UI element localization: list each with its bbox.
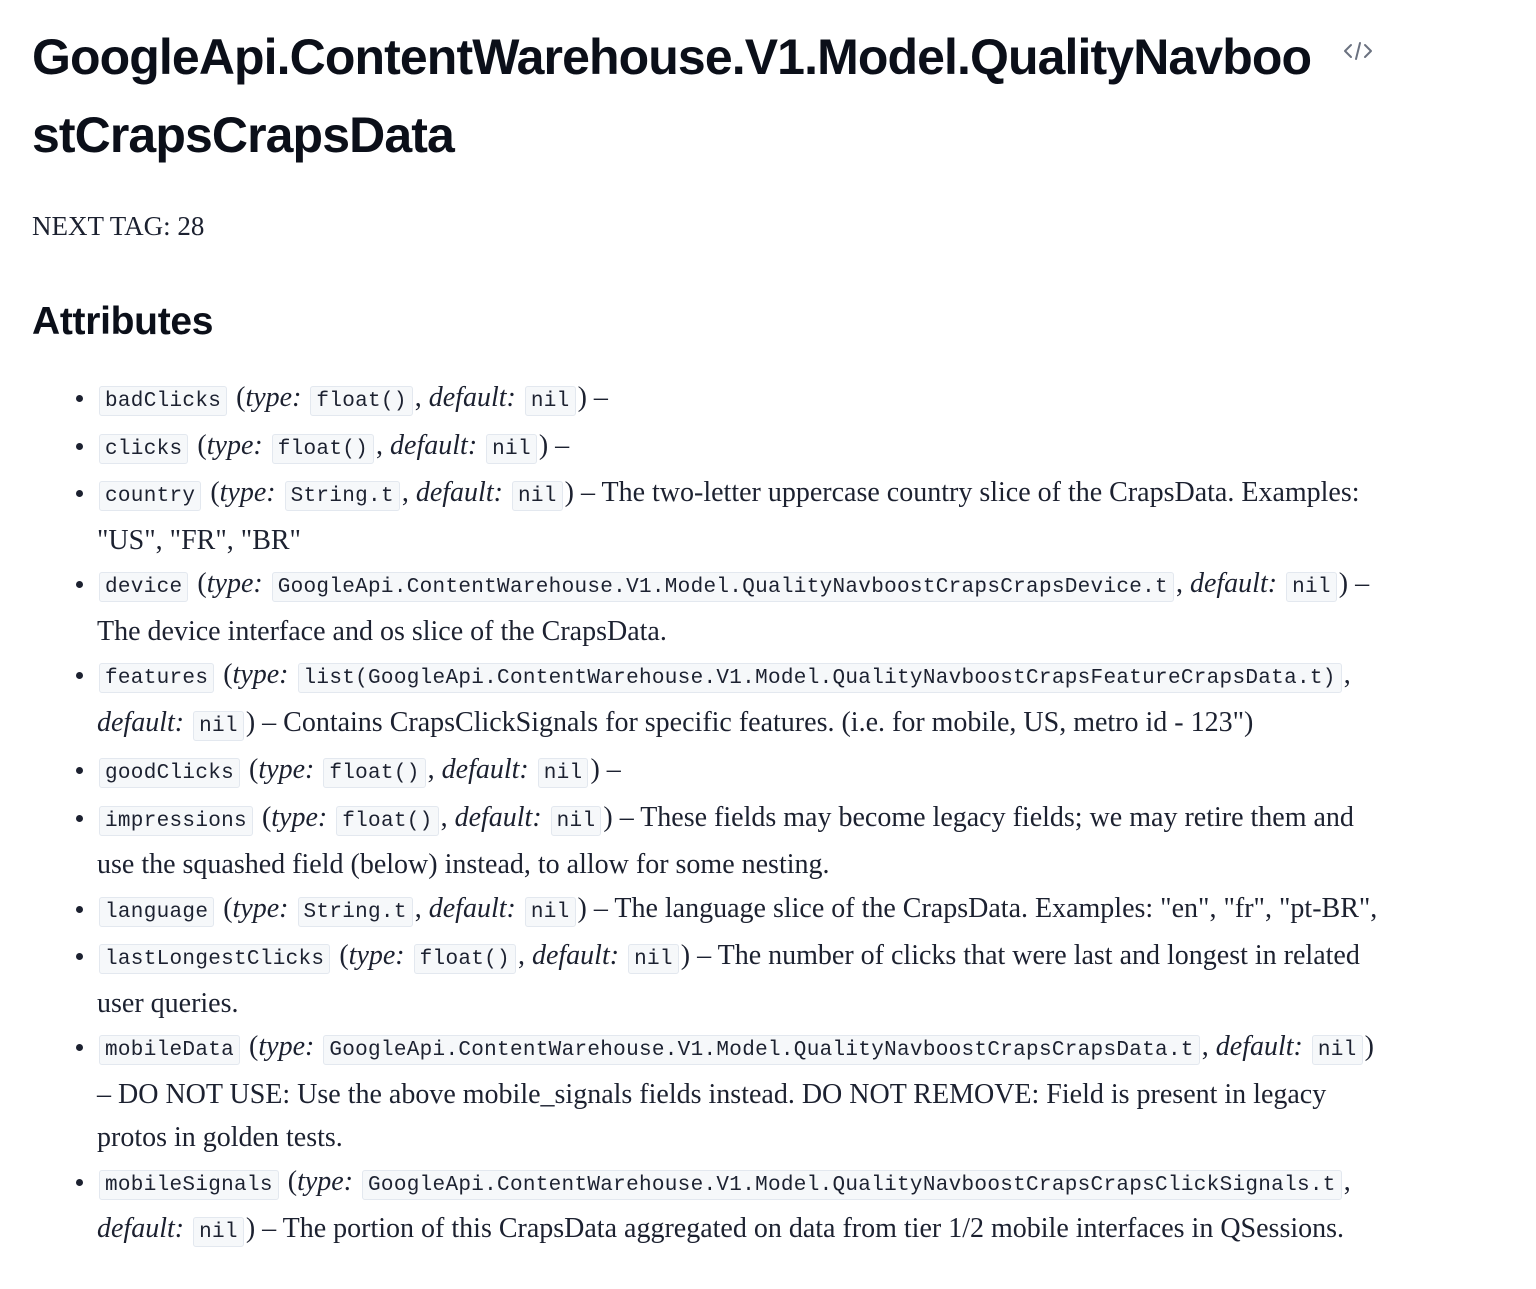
page-title: GoogleApi.ContentWarehouse.V1.Model.Qual…	[32, 29, 1312, 163]
default-label: default:	[428, 892, 516, 924]
default-label: default:	[1189, 568, 1278, 599]
attribute-type: float()	[323, 758, 426, 788]
attributes-heading: Attributes	[32, 300, 214, 343]
default-label: default:	[428, 382, 516, 413]
attribute-name: goodClicks	[99, 758, 241, 788]
attribute-type: float()	[336, 805, 439, 836]
attribute-name: device	[99, 572, 189, 602]
attribute-description: The language slice of the CrapsData. Exa…	[614, 892, 1378, 924]
attribute-item-device: device (type: GoogleApi.ContentWarehouse…	[76, 562, 1382, 653]
attribute-default: nil	[628, 944, 679, 974]
default-label: default:	[97, 1213, 185, 1244]
default-label: default:	[1215, 1031, 1303, 1062]
module-description: NEXT TAG: 28	[32, 211, 205, 241]
attribute-name: lastLongestClicks	[99, 944, 331, 974]
default-label: default:	[454, 801, 542, 833]
view-source-link[interactable]	[1338, 36, 1378, 66]
attribute-type: float()	[310, 386, 413, 416]
default-label: default:	[531, 940, 620, 971]
type-label: type:	[219, 477, 276, 508]
title-row: GoogleApi.ContentWarehouse.V1.Model.Qual…	[32, 18, 1382, 174]
attribute-default: nil	[550, 805, 602, 836]
attribute-name: impressions	[99, 805, 253, 836]
attribute-default: nil	[524, 386, 576, 416]
default-label: default:	[415, 477, 503, 508]
doc-page: GoogleApi.ContentWarehouse.V1.Model.Qual…	[32, 18, 1382, 1255]
attribute-type: list(GoogleApi.ContentWarehouse.V1.Model…	[297, 663, 1342, 693]
attribute-description: DO NOT USE: Use the above mobile_signals…	[97, 1078, 1327, 1154]
attribute-type: GoogleApi.ContentWarehouse.V1.Model.Qual…	[362, 1169, 1342, 1200]
attribute-type: String.t	[297, 896, 413, 927]
attribute-default: nil	[537, 758, 589, 788]
attribute-item-badClicks: badClicks (type: float(), default: nil) …	[76, 376, 1382, 424]
attribute-item-mobileSignals: mobileSignals (type: GoogleApi.ContentWa…	[76, 1160, 1382, 1255]
attribute-name: language	[99, 896, 215, 927]
attribute-default: nil	[193, 710, 244, 741]
attribute-default: nil	[524, 896, 576, 927]
attribute-item-features: features (type: list(GoogleApi.ContentWa…	[76, 653, 1382, 748]
attributes-list: badClicks (type: float(), default: nil) …	[32, 376, 1382, 1255]
attribute-default: nil	[511, 481, 563, 511]
attribute-item-mobileData: mobileData (type: GoogleApi.ContentWareh…	[76, 1025, 1382, 1160]
attribute-item-country: country (type: String.t, default: nil) –…	[76, 471, 1382, 562]
code-icon	[1342, 40, 1374, 62]
type-label: type:	[206, 429, 263, 461]
attribute-name: clicks	[99, 433, 189, 464]
attribute-name: mobileSignals	[99, 1169, 279, 1200]
attribute-description: Contains CrapsClickSignals for specific …	[283, 706, 1254, 738]
attribute-description: The device interface and os slice of the…	[97, 615, 667, 647]
attribute-item-clicks: clicks (type: float(), default: nil) –	[76, 424, 1382, 472]
attribute-item-lastLongestClicks: lastLongestClicks (type: float(), defaul…	[76, 934, 1382, 1025]
type-label: type:	[258, 754, 315, 785]
type-label: type:	[206, 568, 263, 599]
type-label: type:	[258, 1031, 315, 1062]
attribute-type: String.t	[284, 481, 400, 511]
attribute-default: nil	[1311, 1035, 1363, 1065]
type-label: type:	[348, 940, 405, 971]
type-label: type:	[232, 892, 289, 924]
attribute-description: The two-letter uppercase country slice o…	[97, 477, 1360, 556]
default-label: default:	[390, 429, 478, 461]
attribute-name: features	[99, 663, 215, 693]
type-label: type:	[271, 801, 328, 833]
type-label: type:	[297, 1165, 354, 1197]
attribute-item-impressions: impressions (type: float(), default: nil…	[76, 796, 1382, 887]
attribute-default: nil	[193, 1217, 244, 1247]
attribute-description: The portion of this CrapsData aggregated…	[282, 1213, 1345, 1244]
default-label: default:	[97, 706, 185, 738]
attribute-name: mobileData	[99, 1035, 241, 1065]
attribute-default: nil	[486, 433, 537, 464]
attribute-default: nil	[1286, 572, 1337, 602]
attribute-type: GoogleApi.ContentWarehouse.V1.Model.Qual…	[271, 572, 1174, 602]
attribute-description: These fields may become legacy fields; w…	[97, 801, 1354, 881]
type-label: type:	[245, 382, 302, 413]
attribute-type: float()	[271, 433, 375, 464]
default-label: default:	[441, 754, 529, 785]
attribute-item-language: language (type: String.t, default: nil) …	[76, 887, 1382, 935]
attribute-name: badClicks	[99, 386, 228, 416]
type-label: type:	[232, 659, 289, 690]
attribute-name: country	[99, 481, 202, 511]
attribute-description: The number of clicks that were last and …	[97, 940, 1360, 1019]
attribute-type: GoogleApi.ContentWarehouse.V1.Model.Qual…	[323, 1035, 1200, 1065]
attribute-type: float()	[413, 944, 516, 974]
attribute-item-goodClicks: goodClicks (type: float(), default: nil)…	[76, 748, 1382, 796]
